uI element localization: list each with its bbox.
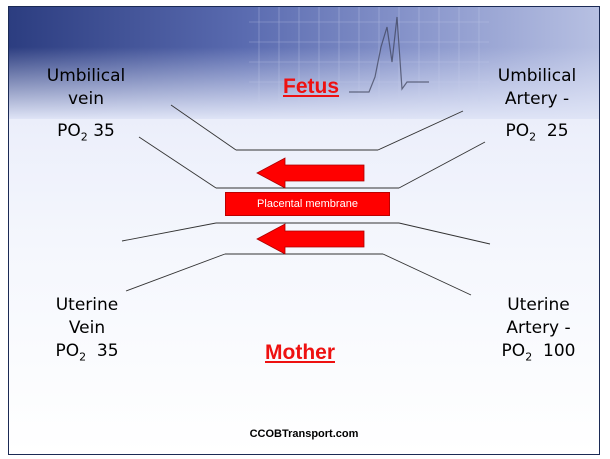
outline-lower-left — [126, 254, 225, 291]
label-uterine-vein: Uterine Vein PO2 35 — [37, 294, 137, 368]
outline-membrane-upper-right — [399, 142, 485, 188]
outline-upper-left — [171, 105, 236, 150]
arrow-left-upper — [257, 158, 364, 188]
outline-membrane-lower-right — [399, 223, 490, 244]
outline-membrane-upper-left — [139, 137, 216, 188]
arrow-left-lower — [257, 224, 364, 254]
label-umbilical-vein: Umbilical vein PO2 35 — [36, 65, 136, 148]
outline-lower-right — [383, 254, 471, 295]
label-uterine-artery: Uterine Artery - PO2 100 — [486, 294, 591, 368]
fetus-title: Fetus — [283, 75, 339, 99]
label-umbilical-artery: Umbilical Artery - PO2 25 — [487, 65, 587, 148]
footer-credit: CCOBTransport.com — [9, 428, 599, 440]
outline-upper-right — [378, 111, 463, 150]
outline-membrane-lower-left — [122, 223, 216, 241]
slide: Umbilical vein PO2 35 Umbilical Artery -… — [8, 6, 600, 455]
mother-title: Mother — [265, 341, 335, 365]
placental-membrane-box: Placental membrane — [225, 192, 390, 216]
